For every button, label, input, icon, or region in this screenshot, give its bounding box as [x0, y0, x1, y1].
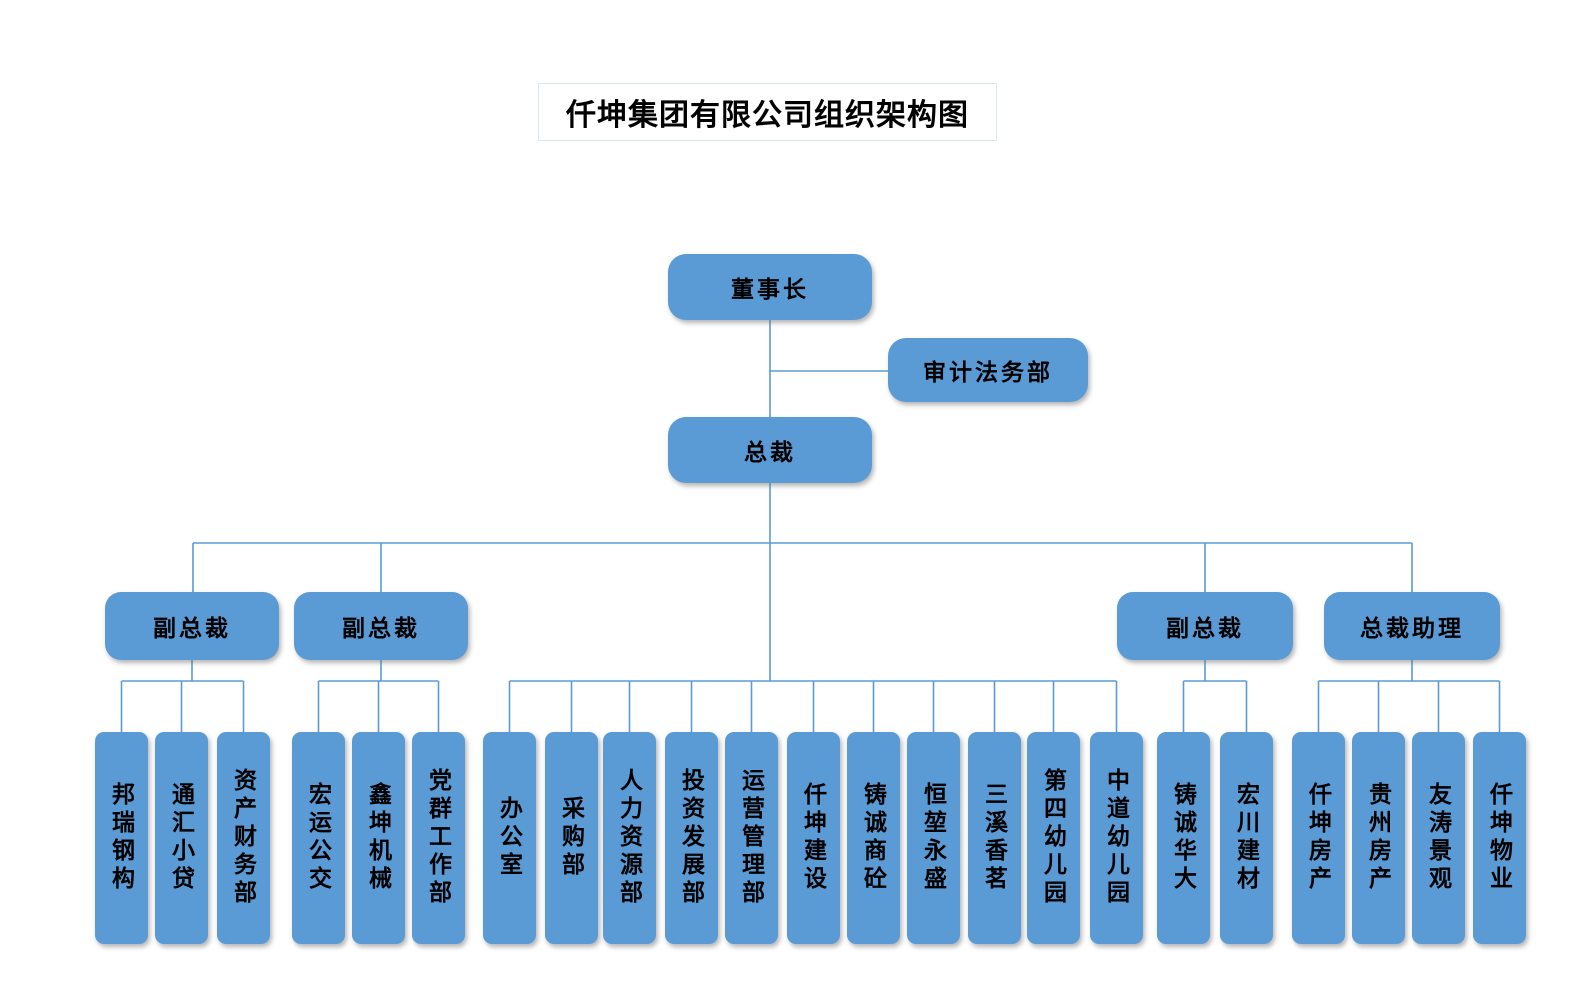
dept-box: 铸诚华大 — [1157, 732, 1210, 944]
dept-box: 办公室 — [483, 732, 536, 944]
dept-box: 仟坤房产 — [1292, 732, 1345, 944]
audit-legal-box: 审计法务部 — [888, 338, 1088, 402]
dept-box: 邦瑞钢构 — [95, 732, 148, 944]
dept-box: 中道幼儿园 — [1090, 732, 1143, 944]
vp3-box: 副总裁 — [1117, 592, 1293, 660]
dept-box: 第四幼儿园 — [1027, 732, 1080, 944]
dept-box: 铸诚商砼 — [847, 732, 900, 944]
dept-box: 鑫坤机械 — [352, 732, 405, 944]
dept-box: 党群工作部 — [412, 732, 465, 944]
dept-box: 贵州房产 — [1352, 732, 1405, 944]
dept-box: 人力资源部 — [603, 732, 656, 944]
dept-box: 仟坤物业 — [1473, 732, 1526, 944]
dept-box: 投资发展部 — [665, 732, 718, 944]
dept-box: 三溪香茗 — [968, 732, 1021, 944]
dept-box: 宏川建材 — [1220, 732, 1273, 944]
chairman-box: 董事长 — [668, 254, 872, 320]
vp2-box: 副总裁 — [294, 592, 468, 660]
president-box: 总裁 — [668, 417, 872, 483]
dept-box: 运营管理部 — [725, 732, 778, 944]
vp1-box: 副总裁 — [105, 592, 279, 660]
dept-box: 通汇小贷 — [155, 732, 208, 944]
dept-box: 资产财务部 — [217, 732, 270, 944]
dept-box: 采购部 — [545, 732, 598, 944]
dept-box: 宏运公交 — [292, 732, 345, 944]
dept-box: 仟坤建设 — [787, 732, 840, 944]
dept-box: 友涛景观 — [1412, 732, 1465, 944]
chart-title: 仟坤集团有限公司组织架构图 — [538, 83, 997, 141]
dept-box: 恒堃永盛 — [907, 732, 960, 944]
assistant-box: 总裁助理 — [1324, 592, 1500, 660]
